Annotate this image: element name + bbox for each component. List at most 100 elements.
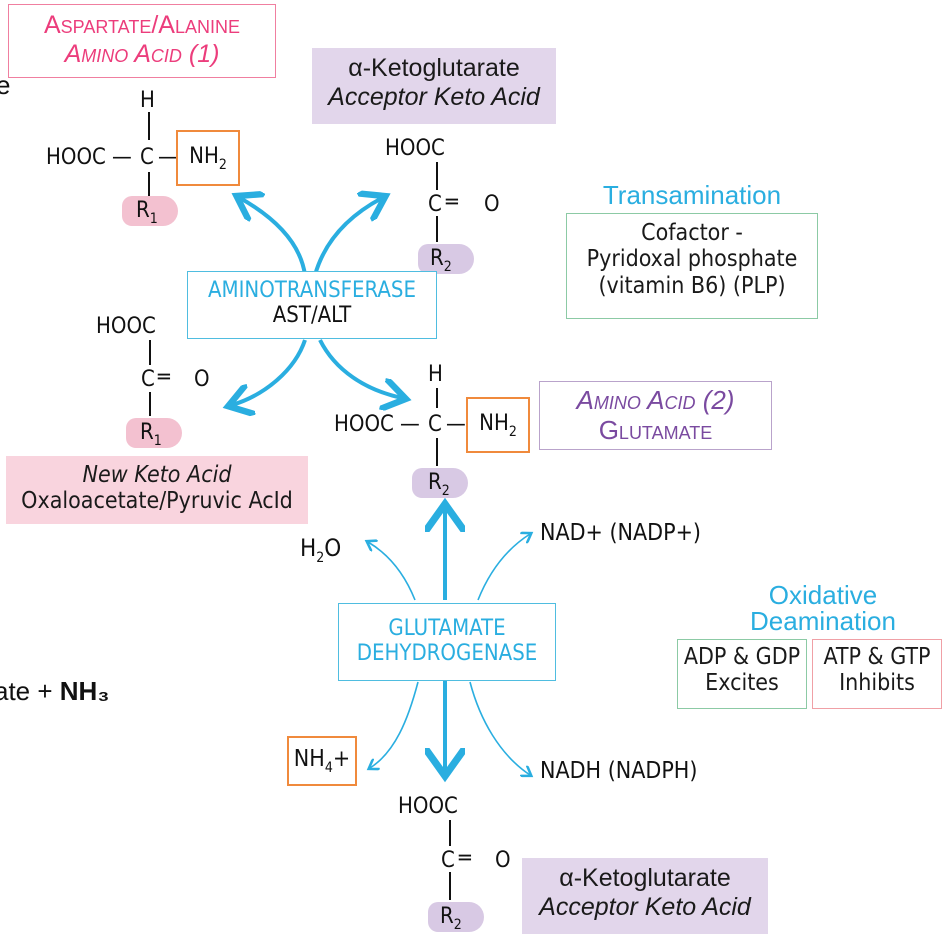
kg2-double-bond: ═ — [459, 846, 471, 871]
alpha-kg-top-line2: Acceptor Keto Acid — [328, 82, 540, 111]
arrow-to-glutamate — [318, 339, 402, 398]
cofactor-line3: (vitamin B6) (PLP) — [598, 272, 786, 299]
cut-text-mid-plain: ate + — [0, 676, 60, 706]
glu-amino-group: NH2 — [466, 397, 530, 453]
nk-r-label: R1 — [140, 420, 162, 449]
oxidative-title-line1: Oxidative — [768, 580, 878, 610]
amino-acid-2-line1: Amino Acid (2) — [576, 385, 735, 415]
h2o-sub: 2 — [316, 550, 325, 566]
kg2-c: C — [441, 848, 455, 873]
aminotransferase-line2: AST/ALT — [272, 303, 352, 329]
bonds — [148, 112, 451, 900]
excites-line1: ADP & GDP — [683, 644, 801, 670]
glu-nh: NH — [479, 411, 509, 436]
transamination-title: Transamination — [602, 180, 782, 210]
glu-r-group — [412, 468, 468, 498]
glu-bond-right: — — [446, 412, 466, 437]
nadh-label: NADH (NADPH) — [540, 758, 698, 784]
aa1-r-label: R1 — [136, 198, 158, 227]
nk-o: O — [194, 367, 210, 392]
glu-hooc: HOOC — [334, 412, 394, 437]
arrow-nadh — [469, 681, 530, 775]
gdh-line2: DEHYDROGENASE — [356, 641, 538, 667]
kg2-r: R — [440, 904, 454, 929]
h2o-label: H2O — [300, 534, 341, 566]
aa1-hooc: HOOC — [46, 145, 106, 170]
cut-text-top: e — [0, 70, 11, 100]
nk-double-bond: ═ — [158, 365, 170, 390]
aa1-amino-group: NH2 — [176, 130, 240, 186]
kg1-double-bond: ═ — [446, 190, 458, 215]
glu-c: C — [428, 412, 442, 437]
kg1-r-label: R2 — [430, 246, 452, 275]
kg1-r-sub: 2 — [443, 259, 452, 275]
inhibits-box: ATP & GTP Inhibits — [812, 639, 942, 709]
amino-acid-1-box: Aspartate/Alanine Amino Acid (1) — [8, 4, 276, 78]
oxidative-title-line2: Deamination — [750, 606, 896, 636]
kg2-hooc: HOOC — [398, 794, 458, 819]
aa1-bond-left: — — [112, 145, 132, 170]
glu-r-label: R2 — [428, 470, 450, 499]
glu-r-sub: 2 — [441, 483, 450, 499]
glu-h: H — [428, 362, 443, 387]
arrow-to-alpha-kg — [313, 198, 382, 276]
alpha-kg-bottom-box: α-Ketoglutarate Acceptor Keto Acid — [522, 858, 768, 934]
nk-r-sub: 1 — [153, 433, 162, 449]
nh4-nh: NH — [293, 746, 325, 772]
aa1-nh: NH — [189, 144, 219, 169]
aminotransferase-box: AMINOTRANSFERASE AST/ALT — [187, 271, 437, 339]
transamination-cofactor-box: Cofactor - Pyridoxal phosphate (vitamin … — [566, 213, 818, 319]
new-keto-line1: New Keto Acid — [82, 462, 232, 488]
amino-acid-1-line1: Aspartate/Alanine — [43, 11, 240, 39]
h2o-h: H — [300, 534, 317, 562]
glu-nh-sub: 2 — [508, 424, 517, 440]
cofactor-line1: Cofactor - — [641, 220, 743, 246]
arrow-nad — [477, 534, 530, 601]
nk-hooc: HOOC — [96, 314, 156, 339]
nh4-sub: 4 — [324, 760, 333, 776]
aa1-nh-sub: 2 — [218, 157, 227, 173]
h2o-o: O — [324, 534, 342, 562]
nk-c: C — [141, 367, 155, 392]
kg1-hooc: HOOC — [385, 136, 445, 161]
kg1-c: C — [428, 192, 442, 217]
cut-text-mid-bold: NH₃ — [59, 676, 110, 706]
kg1-r-group — [418, 244, 474, 274]
nk-r-group — [126, 418, 182, 448]
alpha-kg-top-box: α-Ketoglutarate Acceptor Keto Acid — [312, 48, 556, 124]
nad-label: NAD+ (NADP+) — [540, 520, 701, 546]
nh4-box: NH4+ — [287, 736, 357, 786]
alpha-kg-bottom-line1: α-Ketoglutarate — [559, 864, 731, 892]
aa1-bond-right: — — [158, 145, 178, 170]
cofactor-line2: Pyridoxal phosphate — [586, 246, 798, 273]
kg2-r-group — [428, 902, 484, 932]
alpha-kg-bottom-line2: Acceptor Keto Acid — [539, 892, 751, 921]
excites-line2: Excites — [705, 670, 779, 697]
inhibits-line1: ATP & GTP — [823, 644, 931, 670]
amino-acid-2-line2: Glutamate — [598, 414, 713, 445]
arrow-h2o — [368, 542, 416, 601]
nk-r: R — [140, 420, 154, 445]
amino-acid-2-box: Amino Acid (2) Glutamate — [539, 381, 772, 450]
kg2-r-sub: 2 — [453, 917, 462, 933]
new-keto-line2: Oxaloacetate/Pyruvic AcId — [21, 488, 293, 515]
kg1-r: R — [430, 246, 444, 271]
gdh-box: GLUTAMATE DEHYDROGENASE — [338, 603, 556, 681]
kg1-o: O — [484, 192, 500, 217]
aa1-r-group — [122, 196, 178, 226]
kg2-o: O — [495, 848, 511, 873]
cut-text-mid: ate + NH₃ — [0, 676, 109, 707]
kg2-r-label: R2 — [440, 904, 462, 933]
glu-bond-left: — — [400, 412, 420, 437]
glu-r: R — [428, 470, 442, 495]
arrow-to-amino-acid-1 — [240, 198, 307, 276]
amino-acid-1-line2: Amino Acid (1) — [64, 39, 220, 68]
aminotransferase-line1: AMINOTRANSFERASE — [207, 278, 417, 303]
arrow-nh4 — [370, 681, 419, 768]
excites-box: ADP & GDP Excites — [677, 639, 807, 709]
nh4-plus: + — [332, 746, 351, 772]
alpha-kg-top-line1: α-Ketoglutarate — [348, 54, 520, 82]
new-keto-acid-box: New Keto Acid Oxaloacetate/Pyruvic AcId — [6, 456, 308, 524]
